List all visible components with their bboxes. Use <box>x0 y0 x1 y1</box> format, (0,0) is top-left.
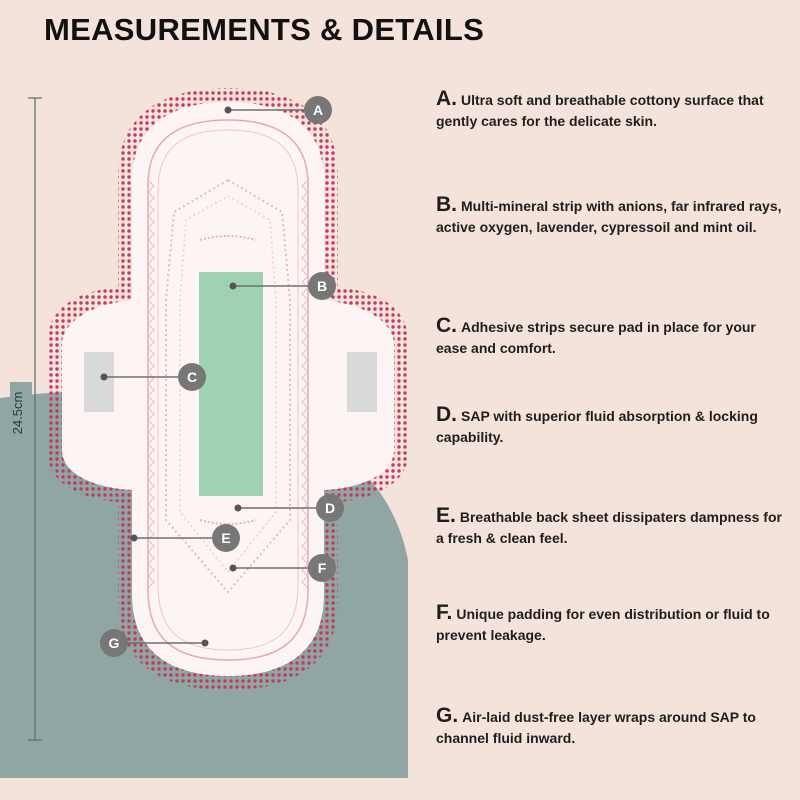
measurement-label: 24.5cm <box>10 392 25 435</box>
callout-a: A.Ultra soft and breathable cottony surf… <box>436 88 788 132</box>
callout-markers <box>104 109 330 644</box>
callout-letter: B. <box>436 193 457 216</box>
callout-c: C.Adhesive strips secure pad in place fo… <box>436 315 788 359</box>
callout-g: G.Air-laid dust-free layer wraps around … <box>436 705 788 749</box>
callout-d: D.SAP with superior fluid absorption & l… <box>436 404 788 448</box>
callout-b: B.Multi-mineral strip with anions, far i… <box>436 194 788 238</box>
svg-text:D: D <box>325 500 335 516</box>
callout-letter: A. <box>436 87 457 110</box>
svg-text:F: F <box>318 560 327 576</box>
marker-g: G <box>100 629 128 657</box>
callout-e: E.Breathable back sheet dissipaters damp… <box>436 505 788 549</box>
mineral-strip <box>199 272 263 496</box>
svg-text:B: B <box>317 278 327 294</box>
callout-text: Adhesive strips secure pad in place for … <box>436 319 756 356</box>
callout-text: Ultra soft and breathable cottony surfac… <box>436 92 764 129</box>
callout-letter: G. <box>436 704 459 727</box>
callout-letter: C. <box>436 314 457 337</box>
marker-b: B <box>308 272 336 300</box>
svg-text:G: G <box>109 635 120 651</box>
adhesive-strip-right <box>347 352 377 412</box>
page-title: MEASUREMENTS & DETAILS <box>44 12 485 47</box>
marker-e: E <box>212 524 240 552</box>
callout-text: Breathable back sheet dissipaters dampne… <box>436 509 782 546</box>
marker-d: D <box>316 494 344 522</box>
callout-text: SAP with superior fluid absorption & loc… <box>436 408 758 445</box>
svg-text:A: A <box>313 102 323 118</box>
callout-letter: D. <box>436 403 457 426</box>
marker-a: A <box>304 96 332 124</box>
callout-text: Multi-mineral strip with anions, far inf… <box>436 198 782 235</box>
callout-letter: F. <box>436 601 453 624</box>
adhesive-strip-left <box>84 352 114 412</box>
callout-letter: E. <box>436 504 456 527</box>
marker-c: C <box>178 363 206 391</box>
callout-text: Unique padding for even distribution or … <box>436 606 770 643</box>
callout-f: F.Unique padding for even distribution o… <box>436 602 788 646</box>
measurement-ruler: 24.5cm <box>10 97 42 741</box>
callout-text: Air-laid dust-free layer wraps around SA… <box>436 709 756 746</box>
marker-f: F <box>308 554 336 582</box>
svg-text:C: C <box>187 369 197 385</box>
svg-text:E: E <box>221 530 230 546</box>
